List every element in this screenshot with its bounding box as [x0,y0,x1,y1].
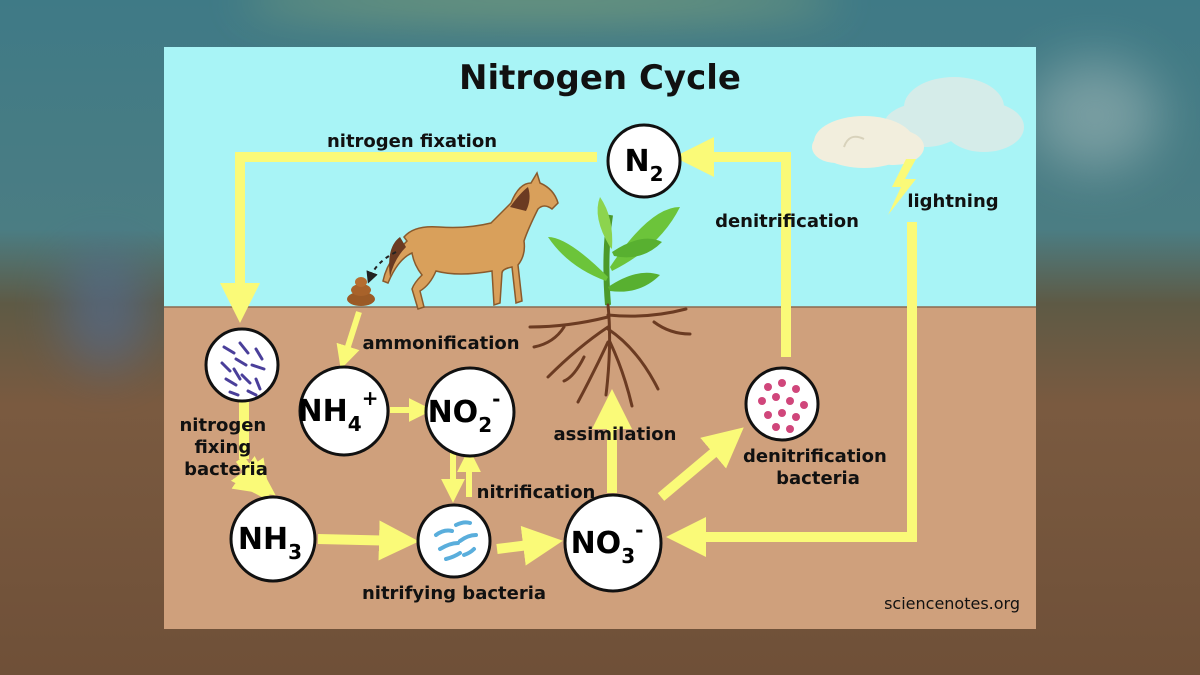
svg-text:N2: N2 [624,144,663,186]
arrow-fixing-bacteria-to-nh3 [240,399,260,487]
nitrogen-cycle-diagram: Nitrogen Cycle [164,47,1036,629]
label-nitrification: nitrification [477,482,596,503]
label-denitrification: denitrification [715,211,859,232]
arrow-ammonification [336,311,362,370]
arrow-nitrogen-fixation [220,152,597,323]
roots-icon [528,303,692,408]
lightning-icon [888,159,916,215]
label-lightning: lightning [907,191,998,212]
sky [164,47,1036,307]
nitrogen-fixing-bacteria-icon [204,327,280,403]
nitrifying-bacteria-icon [416,503,492,579]
arrow-lightning [666,222,917,557]
label-nitrifying-bacteria: nitrifying bacteria [362,583,546,604]
label-nitrogen-fixation: nitrogen fixation [327,131,497,152]
node-no3: NO3- [563,493,663,593]
svg-text:NH3: NH3 [238,522,302,564]
node-nh4: NH4+ [298,365,390,457]
cloud-icon [812,77,1024,168]
arrow-denitrification [674,137,791,357]
plant-icon [548,197,680,306]
arrow-nitrifying-to-no3 [496,525,563,566]
svg-text:NH4+: NH4+ [298,386,379,436]
dung-trail [366,251,397,284]
background-blur [1030,60,1160,170]
arrow-nh3-to-nitrifying [317,520,419,561]
svg-text:NO3-: NO3- [571,518,644,568]
horse-icon [382,171,559,310]
background-blur [240,0,840,20]
arrow-no3-to-denit [657,427,744,501]
manure-icon [347,277,375,306]
node-n2: N2 [606,123,682,199]
label-denitrification-bacteria: denitrification bacteria [743,446,893,489]
denitrification-bacteria-icon [744,366,820,442]
svg-text:NO2-: NO2- [428,387,501,437]
node-no2: NO2- [424,366,516,458]
page-title: Nitrogen Cycle [459,58,741,98]
label-assimilation: assimilation [554,424,677,445]
node-nh3: NH3 [229,495,317,583]
source-credit: sciencenotes.org [884,594,1020,613]
label-nitrogen-fixing-bacteria: nitrogen fixing bacteria [179,415,272,480]
label-ammonification: ammonification [362,333,519,354]
background-blur [60,250,150,370]
